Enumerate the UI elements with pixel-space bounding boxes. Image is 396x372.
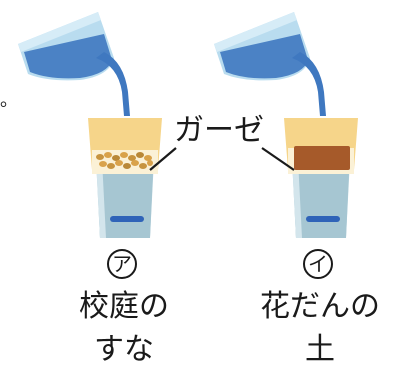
edge-punctuation: 。 <box>0 90 18 111</box>
base-mark-right <box>306 216 340 222</box>
gauze-label: ガーゼ <box>174 113 264 148</box>
water-stream-left <box>96 52 130 116</box>
pitcher-left <box>18 12 114 81</box>
caption-flowerbed-soil-line1: 花だんの <box>260 289 380 324</box>
soil-block <box>294 146 350 170</box>
caption-school-sand-line2: すな <box>94 332 154 367</box>
setup-school-sand <box>18 12 162 238</box>
base-mark-left <box>110 216 144 222</box>
marker-a: ア <box>107 249 137 279</box>
pitcher-right <box>214 12 310 81</box>
gauze-leader-lines <box>149 147 295 171</box>
water-stream-right <box>292 52 326 116</box>
setup-flowerbed-soil <box>214 12 358 238</box>
caption-flowerbed-soil-line2: 土 <box>305 332 335 367</box>
sand-grains <box>96 152 153 169</box>
caption-school-sand-line1: 校庭の <box>79 289 169 324</box>
marker-i: イ <box>303 249 333 279</box>
